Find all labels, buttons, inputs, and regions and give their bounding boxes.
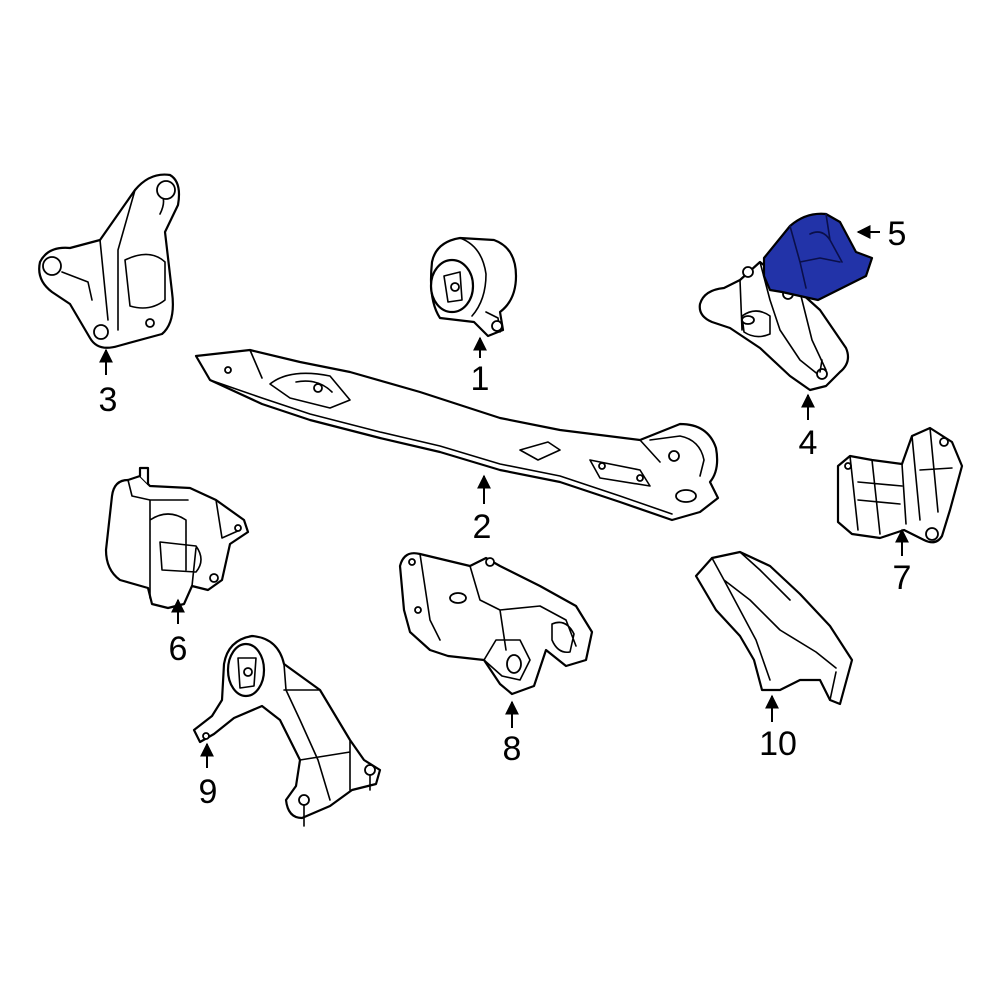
- callout-4: 4: [799, 424, 818, 462]
- callout-2: 2: [473, 508, 492, 546]
- part-2-crossmember[interactable]: [194, 348, 720, 522]
- part-9-mount[interactable]: [192, 634, 382, 827]
- part-5-highlighted-cover[interactable]: [762, 212, 874, 302]
- callout-7: 7: [893, 559, 912, 597]
- callout-1: 1: [471, 360, 490, 398]
- callout-10: 10: [759, 725, 797, 763]
- callout-9: 9: [199, 773, 218, 811]
- part-7-bracket[interactable]: [836, 426, 964, 544]
- callout-3: 3: [99, 381, 118, 419]
- callout-5: 5: [888, 215, 907, 253]
- callout-labels: 1 2 3 4 5 6 7 8 9 10: [99, 215, 912, 811]
- part-10-shield[interactable]: [694, 550, 854, 706]
- part-3-bracket[interactable]: [38, 173, 181, 349]
- callout-8: 8: [503, 730, 522, 768]
- part-8-bracket[interactable]: [398, 552, 594, 696]
- callout-6: 6: [169, 630, 188, 668]
- leader-lines: [99, 225, 909, 768]
- part-1-mount[interactable]: [429, 236, 518, 338]
- part-6-mount[interactable]: [104, 466, 250, 610]
